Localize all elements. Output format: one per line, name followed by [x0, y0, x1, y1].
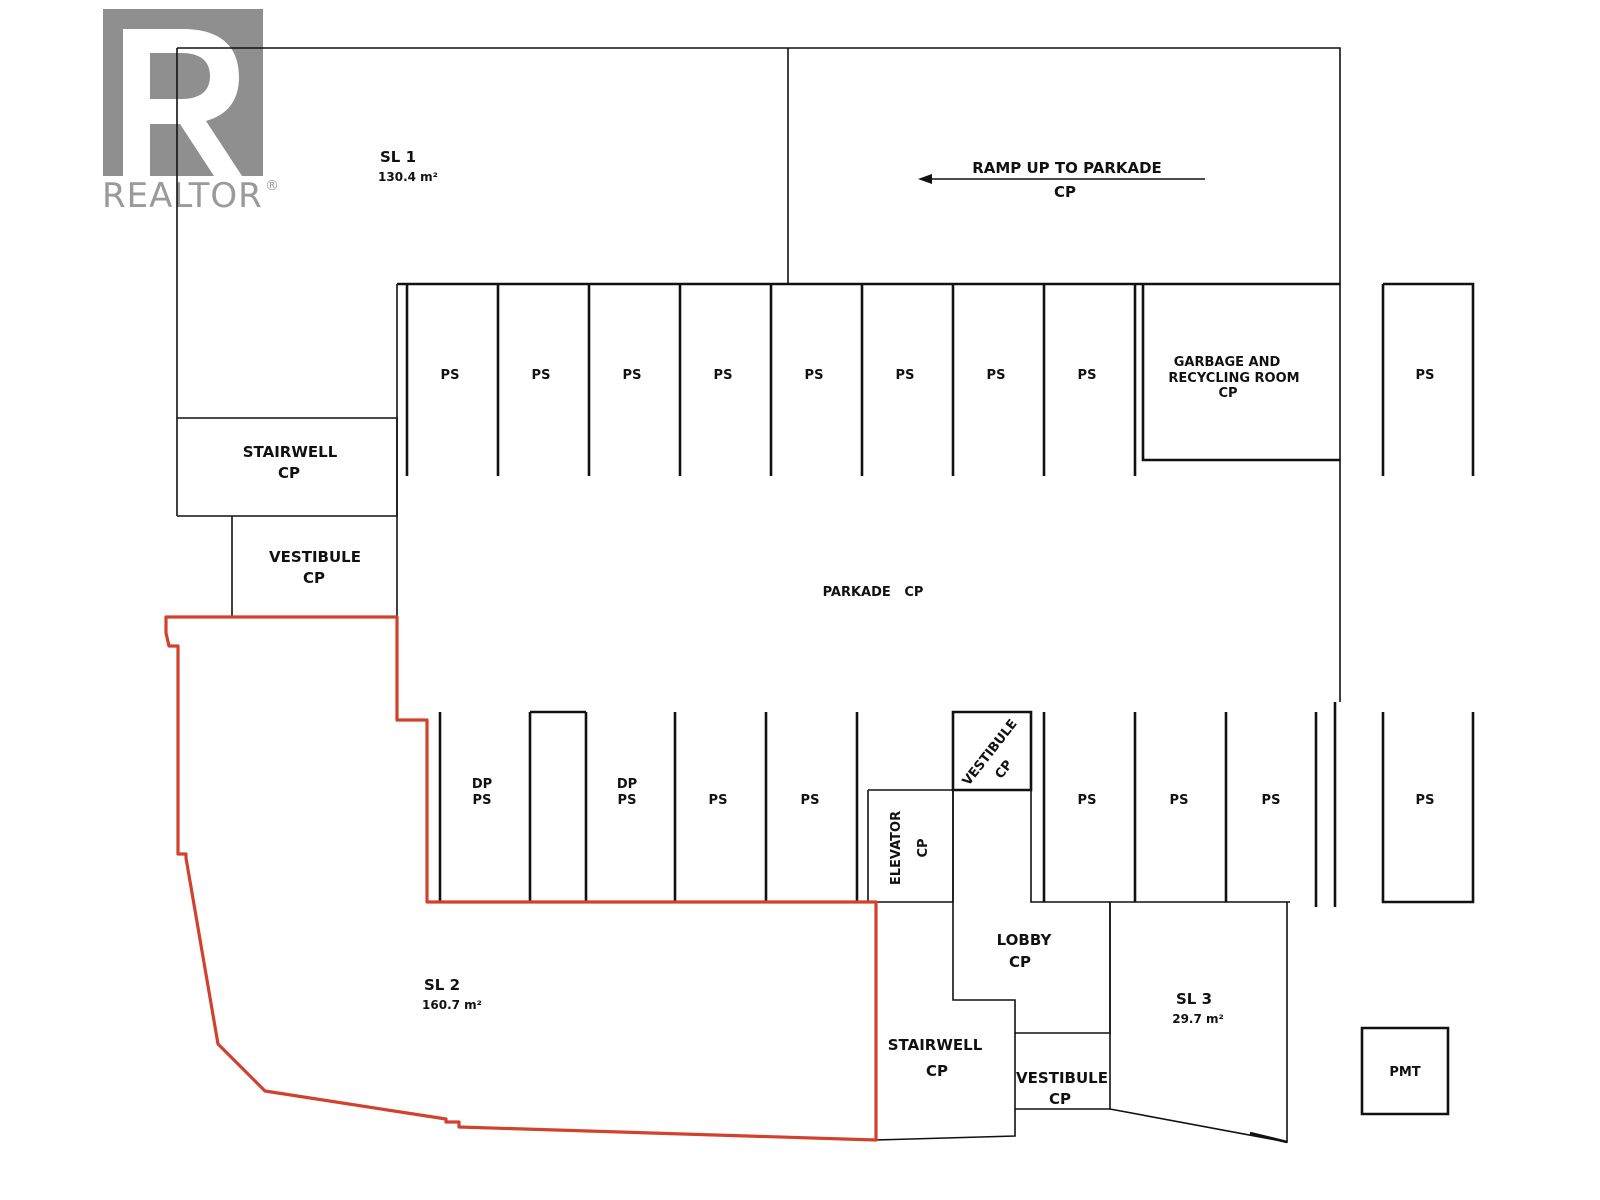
vestibule-left-cp: CP — [303, 569, 325, 587]
stall-label: PS — [532, 368, 551, 383]
stall-label: PS — [1262, 793, 1281, 808]
vestibule-lower-cp: CP — [1049, 1090, 1071, 1108]
stall-label: PS — [714, 368, 733, 383]
stall-label: PS — [896, 368, 915, 383]
labels: SL 1 130.4 m² RAMP UP TO PARKADE CP STAI… — [243, 148, 1435, 1108]
sl3-area: 29.7 m² — [1172, 1012, 1224, 1026]
stairwell-lower-label: STAIRWELL — [888, 1036, 983, 1054]
realtor-wordmark: REALTOR — [102, 176, 263, 216]
stall-label: PS — [473, 793, 492, 808]
ramp-cp: CP — [1054, 183, 1076, 201]
sl1-name: SL 1 — [380, 148, 416, 166]
garbage-label-2: RECYCLING ROOM — [1168, 371, 1299, 386]
stairwell-upper-cp: CP — [278, 464, 300, 482]
sl2-name: SL 2 — [424, 976, 460, 994]
stairwell-lower-cp: CP — [926, 1062, 948, 1080]
upper-walls — [176, 47, 1475, 702]
elevator-label: ELEVATOR — [889, 811, 904, 885]
lobby-label: LOBBY — [997, 931, 1053, 949]
sl2-boundary — [164, 615, 878, 1142]
vestibule-diag-cp: CP — [992, 758, 1016, 782]
ramp-label: RAMP UP TO PARKADE — [972, 159, 1162, 177]
stall-label: PS — [1078, 368, 1097, 383]
garbage-cp: CP — [1218, 386, 1237, 401]
pmt-label: PMT — [1389, 1065, 1420, 1080]
dp-label: DP — [472, 777, 492, 792]
sl1-area: 130.4 m² — [378, 170, 438, 184]
sl2-area: 160.7 m² — [422, 998, 482, 1012]
vestibule-diag-label: VESTIBULE — [960, 717, 1021, 789]
lobby-cp: CP — [1009, 953, 1031, 971]
stall-label: PS — [805, 368, 824, 383]
realtor-logo: REALTOR ® — [102, 9, 279, 216]
dp-label: DP — [617, 777, 637, 792]
lower-walls — [438, 702, 1475, 1144]
stall-label: PS — [709, 793, 728, 808]
parkade-label: PARKADE CP — [823, 585, 924, 600]
stall-label: PS — [801, 793, 820, 808]
stall-label: PS — [1416, 793, 1435, 808]
vestibule-left-label: VESTIBULE — [269, 548, 361, 566]
stall-label: PS — [1170, 793, 1189, 808]
stall-label: PS — [987, 368, 1006, 383]
registered-mark: ® — [265, 178, 279, 194]
stall-label: PS — [623, 368, 642, 383]
vestibule-lower-label: VESTIBULE — [1016, 1069, 1108, 1087]
stall-label: PS — [1078, 793, 1097, 808]
sl3-name: SL 3 — [1176, 990, 1212, 1008]
stall-label: PS — [441, 368, 460, 383]
stall-label: PS — [618, 793, 637, 808]
elevator-cp: CP — [916, 838, 931, 857]
garbage-label-1: GARBAGE AND — [1174, 355, 1281, 370]
stairwell-upper-label: STAIRWELL — [243, 443, 338, 461]
stall-label: PS — [1416, 368, 1435, 383]
